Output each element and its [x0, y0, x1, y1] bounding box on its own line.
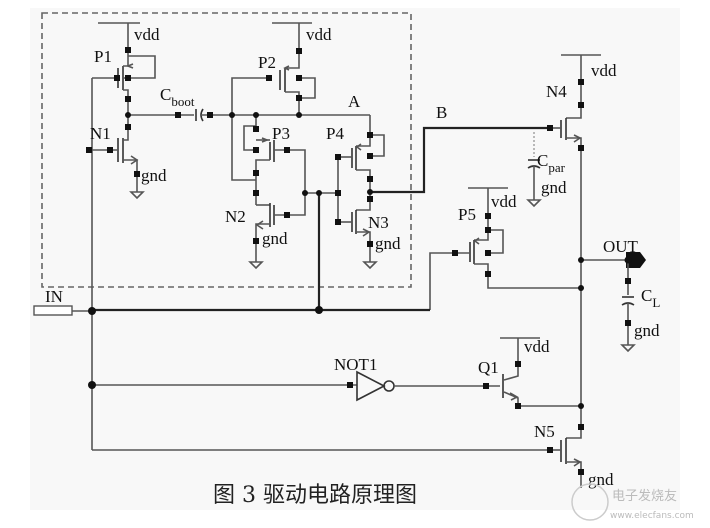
ground-symbol	[248, 261, 264, 270]
label-n1: N1	[90, 124, 111, 143]
transistor-n5	[550, 430, 582, 488]
node-b-wire	[370, 126, 550, 194]
label-p1: P1	[94, 47, 112, 66]
label-gnd: gnd	[141, 166, 167, 185]
label-node-out: OUT	[603, 237, 639, 256]
label-vdd: vdd	[306, 25, 332, 44]
ground-symbol	[129, 191, 145, 200]
label-vdd: vdd	[524, 337, 550, 356]
transistor-p4	[338, 134, 385, 200]
junction-dots	[86, 47, 632, 475]
label-gnd: gnd	[541, 178, 567, 197]
label-n2: N2	[225, 207, 246, 226]
input-port[interactable]	[33, 305, 73, 316]
label-p3: P3	[272, 124, 290, 143]
ground-symbol	[620, 344, 636, 353]
watermark-brand: 电子发烧友	[612, 488, 677, 504]
label-gnd: gnd	[375, 234, 401, 253]
output-port	[626, 252, 646, 268]
label-p5: P5	[458, 205, 476, 224]
watermark-url: www.elecfans.com	[610, 511, 694, 521]
transistor-p2	[231, 22, 316, 181]
label-cpar: Cpar	[537, 151, 566, 175]
capacitor-cpar	[526, 132, 542, 208]
figure-caption: 图 3 驱动电路原理图	[213, 483, 417, 508]
label-n3: N3	[368, 213, 389, 232]
label-vdd: vdd	[134, 25, 160, 44]
label-node-in: IN	[45, 287, 63, 306]
ground-symbol	[526, 199, 542, 208]
label-gnd: gnd	[588, 470, 614, 489]
label-cboot: Cboot	[160, 85, 195, 109]
watermark: 电子发烧友 www.elecfans.com	[571, 483, 694, 521]
transistor-n3	[338, 200, 378, 270]
label-p2: P2	[258, 53, 276, 72]
label-vdd: vdd	[591, 61, 617, 80]
label-node-b: B	[436, 103, 447, 122]
watermark-logo-icon	[571, 483, 609, 521]
label-gnd: gnd	[262, 229, 288, 248]
inverter-not1	[356, 370, 500, 402]
ground-symbol	[362, 261, 378, 270]
label-not1: NOT1	[334, 355, 377, 374]
label-cl: CL	[641, 286, 660, 310]
label-n5: N5	[534, 422, 555, 441]
schematic-panel	[30, 8, 680, 510]
label-p4: P4	[326, 124, 344, 143]
label-n4: N4	[546, 82, 567, 101]
capacitor-cl	[620, 260, 636, 353]
label-q1: Q1	[478, 358, 499, 377]
capacitor-cboot	[195, 108, 248, 122]
label-gnd: gnd	[634, 321, 660, 340]
label-node-a: A	[348, 92, 361, 111]
bootstrap-block-boundary	[41, 12, 412, 288]
label-vdd: vdd	[491, 192, 517, 211]
